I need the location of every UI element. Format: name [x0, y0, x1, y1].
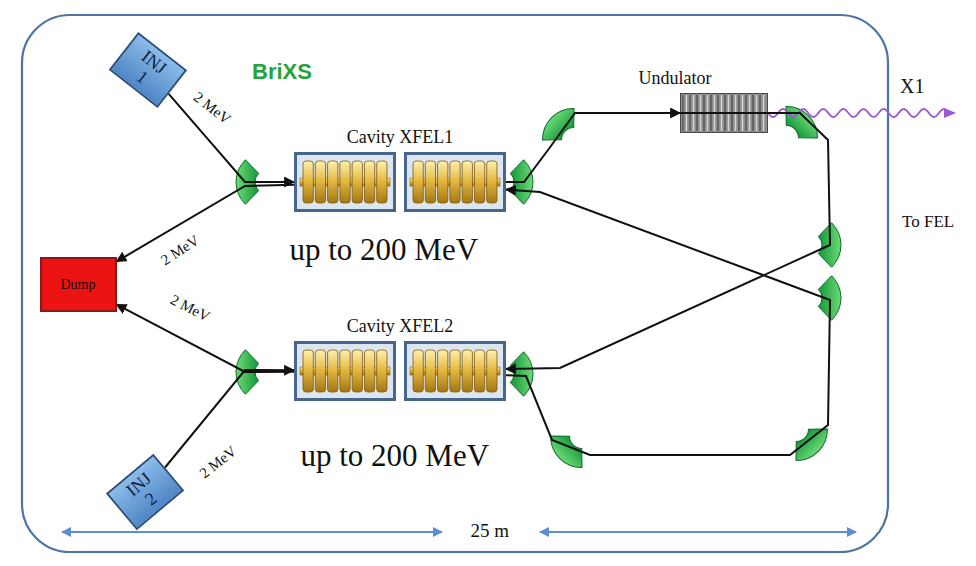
box-label: INJ 1 [123, 45, 173, 96]
undulator: Undulator [680, 93, 768, 133]
dipole-magnet [777, 100, 824, 147]
rf-cell [462, 161, 472, 203]
cavity-drawing [294, 152, 506, 212]
rf-cell [474, 161, 484, 203]
beamline-note: To FEL [902, 213, 954, 232]
xray-arrowhead [944, 108, 956, 118]
rf-cell [377, 350, 387, 392]
component-heading: Cavity XFEL1 [347, 128, 454, 148]
cryomodule [406, 343, 505, 400]
rf-cell [474, 350, 484, 392]
rf-cell [438, 350, 448, 392]
rf-cell [487, 350, 497, 392]
dipole-magnet [510, 352, 533, 396]
energy-note: up to 200 MeV [301, 439, 490, 473]
energy-label: 2 MeV [156, 230, 204, 269]
cavity-module: Cavity XFEL1 [294, 152, 506, 212]
beam-axis [680, 112, 768, 114]
rf-cell [364, 350, 374, 392]
cavity-drawing [294, 341, 506, 401]
undulator-drawing [680, 93, 768, 133]
dimension-line [62, 531, 442, 533]
beam-line [117, 185, 295, 262]
rf-cell [315, 350, 325, 392]
rf-cell [462, 350, 472, 392]
cryomodule [296, 154, 395, 211]
rf-cell [413, 161, 423, 203]
energy-note: up to 200 MeV [290, 233, 479, 267]
rf-cell [413, 350, 423, 392]
undulator-body [681, 94, 768, 133]
rf-cell [340, 161, 350, 203]
rf-cell [340, 350, 350, 392]
energy-label: 2 MeV [166, 290, 215, 326]
rf-cell [352, 161, 362, 203]
beam-line [506, 113, 830, 369]
rf-cell [315, 161, 325, 203]
beam-line [169, 94, 294, 182]
injector-box: INJ 1 [109, 32, 187, 108]
beam-dump: Dump [40, 257, 117, 312]
rf-cell [487, 161, 497, 203]
rf-cell [425, 350, 435, 392]
facility-outline [22, 15, 888, 552]
rf-cell [352, 350, 362, 392]
rf-cell [377, 161, 387, 203]
rf-cell [328, 161, 338, 203]
component-heading: Cavity XFEL2 [347, 317, 454, 337]
cavity-module: Cavity XFEL2 [294, 341, 506, 401]
beam-name: X1 [900, 75, 924, 97]
box-label: Dump [61, 277, 96, 292]
facility-title: BriXS [252, 60, 312, 84]
dimension-label: 25 m [467, 521, 514, 542]
rf-cell [364, 161, 374, 203]
rf-cell [425, 161, 435, 203]
component-heading: Undulator [639, 69, 712, 89]
dipole-group [236, 100, 841, 474]
rf-cell [303, 161, 313, 203]
rf-cell [438, 161, 448, 203]
rf-cell [450, 161, 460, 203]
beam-line [506, 190, 830, 455]
energy-label: 2 MeV [189, 87, 235, 128]
box-label: INJ 2 [120, 466, 170, 517]
rf-cell [450, 350, 460, 392]
dipole-magnet [544, 427, 591, 474]
cryomodule [296, 343, 395, 400]
energy-label: 2 MeV [195, 441, 241, 482]
rf-cell [303, 350, 313, 392]
cryomodule [406, 154, 505, 211]
rf-cell [328, 350, 338, 392]
dipole-magnet [536, 102, 583, 149]
injector-box: INJ 2 [106, 454, 184, 530]
dimension-line [540, 531, 856, 533]
beam-line [506, 113, 680, 182]
